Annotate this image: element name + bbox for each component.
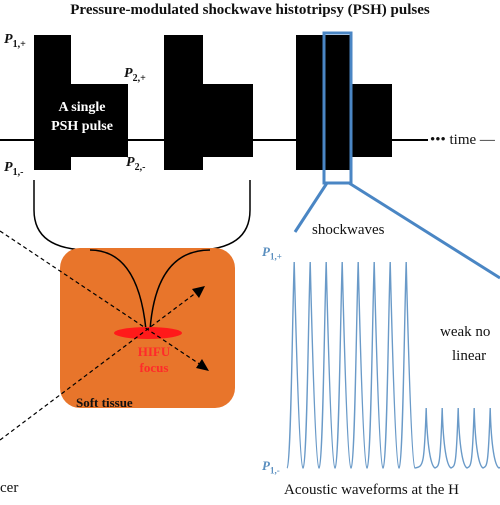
shockwaves-label: shockwaves [312,222,385,238]
dashed-arrow-down [0,230,202,366]
arrow-head-down [196,359,209,371]
focus-curve-right [149,249,211,331]
weak-nonlinear-label: weak no linear [440,320,490,368]
pulse-1-high-segment [34,35,71,170]
pulse-1-low-segment [71,84,128,157]
weak-line2: linear [452,348,487,364]
hifu-line1: HIFU [137,344,171,359]
psh-pulse-3 [296,35,392,170]
psh-pulse-2 [164,35,253,170]
single-pulse-line1: A single [58,100,106,115]
dashed-arrow-up [0,291,198,441]
soft-tissue-label: Soft tissue [76,395,133,410]
acoustic-waveforms-caption: Acoustic waveforms at the H [284,482,459,498]
label-p1-plus: P1,+ [4,32,26,50]
single-pulse-label: A single PSH pulse [36,98,128,136]
label-p1-minus: P1,- [4,160,24,178]
pulse-bracket [33,180,251,251]
pulse-2-low-segment [203,84,253,157]
acoustic-waveform [286,261,500,469]
hifu-line2: focus [139,360,169,375]
zoom-box [322,31,353,185]
zoom-line-left [293,182,329,233]
transducer-caption-fragment: cer [0,480,19,496]
hifu-focus-ellipse [114,327,182,339]
wave-label-p1-plus: P1,+ [262,244,282,262]
single-pulse-line2: PSH pulse [51,119,113,134]
time-label: ••• time — [430,132,495,148]
weak-line1: weak no [440,324,491,340]
pulse-3-low-segment [350,84,392,157]
hifu-focus-label: HIFU focus [124,344,184,376]
psh-pulse-1 [34,35,128,170]
label-p2-minus: P2,- [126,155,146,173]
wave-label-p1-minus: P1,- [262,458,280,476]
label-p2-plus: P2,+ [124,66,146,84]
pulse-2-high-segment [164,35,203,170]
arrow-head-up [192,286,205,298]
diagram-title: Pressure-modulated shockwave histotripsy… [70,2,430,18]
zoom-line-right [348,181,500,280]
focus-curve-left [89,249,147,331]
